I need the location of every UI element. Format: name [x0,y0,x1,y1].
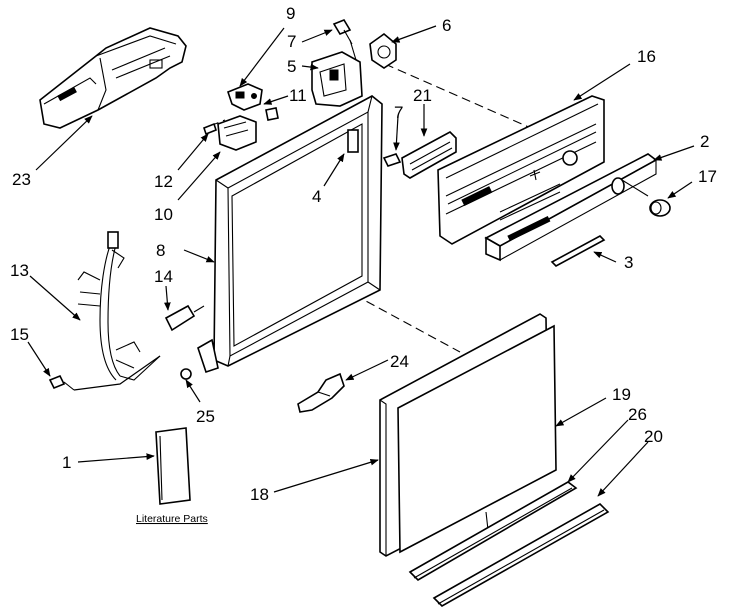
callout-23: 23 [12,170,31,189]
part-9-latch-bracket [227,83,263,111]
callout-21: 21 [413,86,432,105]
callout-26: 26 [628,405,647,424]
part-10-latch-housing [217,115,257,151]
part-14-connector [164,304,205,332]
part-8-door-frame [197,95,383,374]
part-23-vent-housing [39,27,187,129]
callout-10: 10 [154,205,173,224]
part-16-control-panel [437,95,605,245]
part-1-literature [155,427,191,505]
callout-1: 1 [62,453,71,472]
callout-14: 14 [154,267,173,286]
part-13-wire-harness [77,231,161,381]
callout-11: 11 [289,86,307,105]
callout-25: 25 [196,407,215,426]
callout-7-side: 7 [394,103,403,122]
callout-12: 12 [154,172,173,191]
callout-6: 6 [442,16,451,35]
part-5-switch-bracket [311,39,363,107]
part-24-clip [297,372,345,413]
callout-5: 5 [287,57,296,76]
part-2-trim-panel [484,153,658,262]
part-26-trim-strip [408,481,578,582]
callout-18: 18 [250,485,269,504]
callout-16: 16 [637,47,656,66]
part-25-clip [180,368,192,380]
part-7-screw-side [382,153,402,167]
callout-20: 20 [644,427,663,446]
callout-labels: 9 7 6 5 11 12 10 23 16 21 7 4 2 17 3 8 1… [10,4,717,504]
part-11-screw [265,107,279,121]
callout-24: 24 [390,352,409,371]
part-21-bracket [401,131,457,179]
callout-4: 4 [312,187,321,206]
callout-3: 3 [624,253,633,272]
callout-15: 15 [10,325,29,344]
part-7-screw-top [332,19,353,45]
part-20-bottom-strip [432,503,610,607]
callout-2: 2 [700,132,709,151]
part-6-knob-mount [369,32,397,69]
part-17-knob [611,177,671,217]
part-15-screw [48,374,75,391]
callout-17: 17 [698,167,717,186]
callout-13: 13 [10,261,29,280]
callout-19: 19 [612,385,631,404]
callout-8: 8 [156,241,165,260]
literature-parts-caption: Literature Parts [136,513,208,525]
leader-lines [27,25,695,497]
callout-9: 9 [286,4,295,23]
part-12-clip [203,122,217,136]
callout-7-top: 7 [287,32,296,51]
part-3-strip [550,235,606,267]
